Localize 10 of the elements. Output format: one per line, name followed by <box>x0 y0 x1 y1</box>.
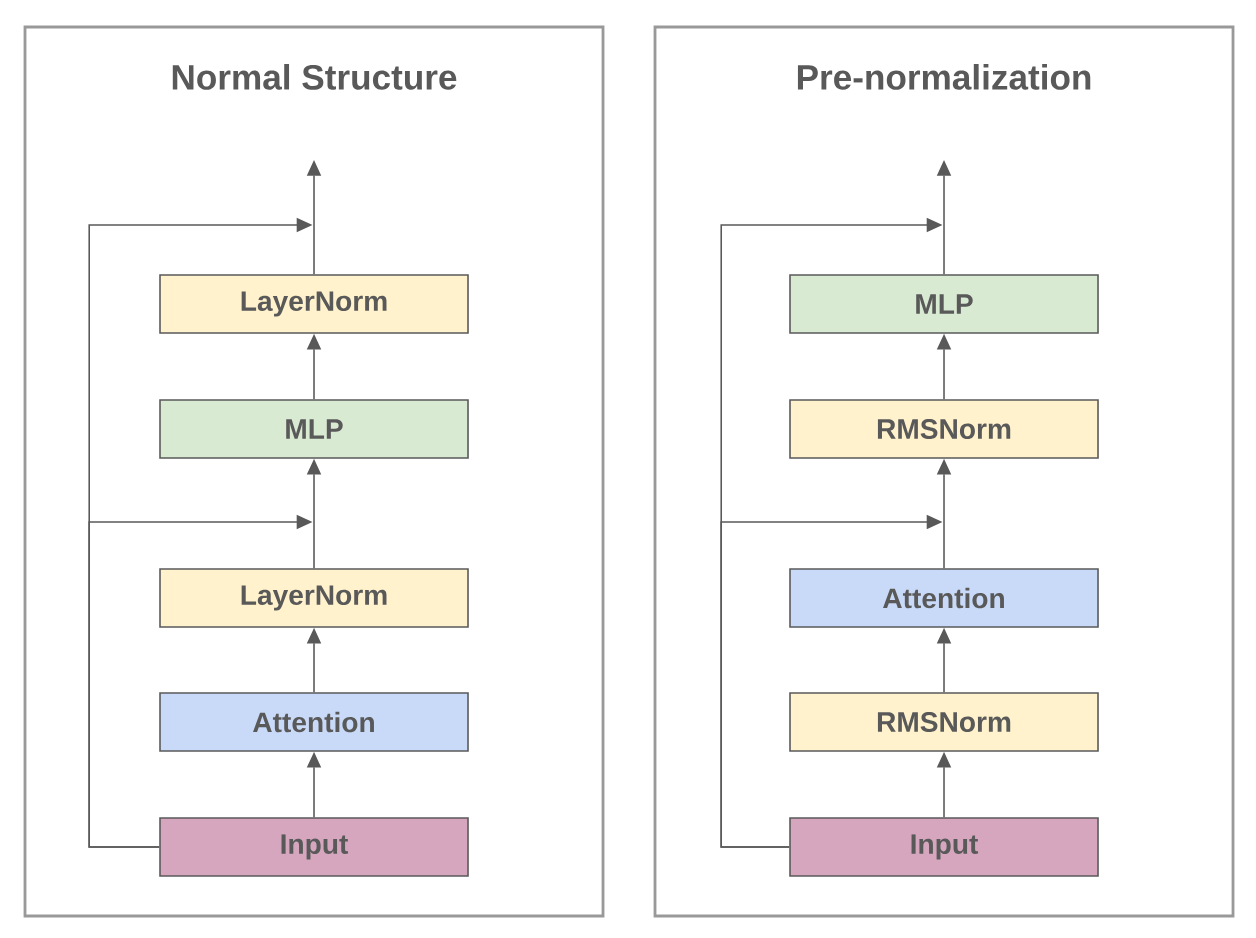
layer-box: Input <box>159 817 469 877</box>
layer-box: MLP <box>789 274 1099 334</box>
layer-box: LayerNorm <box>159 568 469 628</box>
layer-box: Attention <box>159 692 469 752</box>
layer-box: RMSNorm <box>789 399 1099 459</box>
layer-box: LayerNorm <box>159 274 469 334</box>
layer-box: RMSNorm <box>789 692 1099 752</box>
layer-box: Attention <box>789 568 1099 628</box>
layer-box: MLP <box>159 399 469 459</box>
layer-box: Input <box>789 817 1099 877</box>
